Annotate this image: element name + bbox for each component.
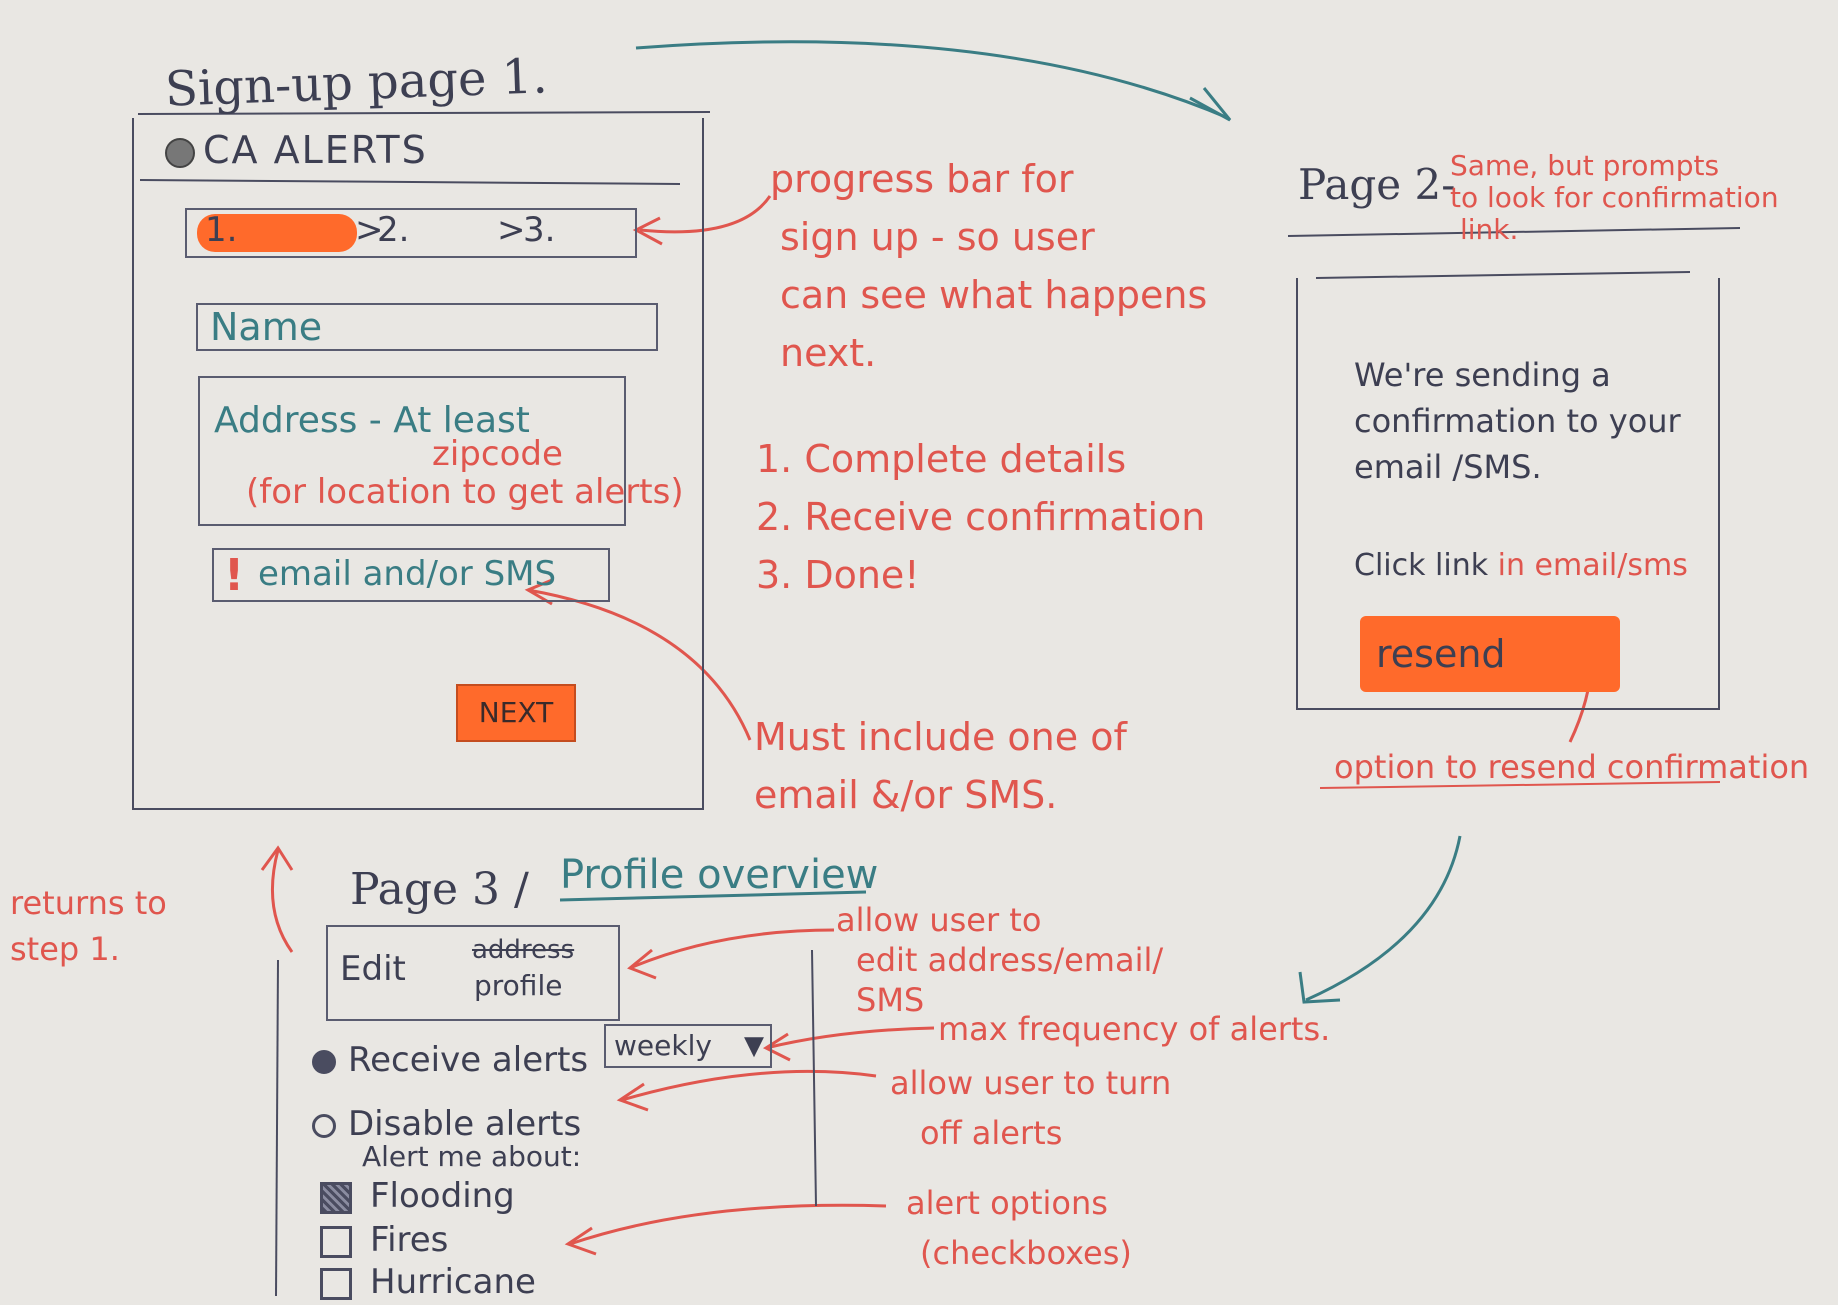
warning-icon: ! — [224, 550, 245, 601]
frequency-select[interactable]: weekly ▼ — [604, 1024, 772, 1068]
page3-title: Page 3 / — [350, 864, 529, 915]
app-brand: CA ALERTS — [165, 128, 428, 172]
name-field[interactable]: Name — [196, 303, 658, 351]
note-line: 2. Receive confirmation — [756, 495, 1206, 539]
logo-icon — [165, 137, 195, 168]
next-button[interactable]: NEXT — [456, 684, 576, 742]
note-line: off alerts — [920, 1114, 1063, 1152]
page2-title: Page 2- — [1298, 160, 1456, 209]
steps-note: 1. Complete details 2. Receive confirmat… — [756, 430, 1205, 604]
alert-options-note: alert options (checkboxes) — [906, 1178, 1132, 1278]
disable-alerts-option[interactable]: Disable alerts — [312, 1104, 581, 1144]
page2-frame — [1296, 278, 1720, 710]
note-line: allow user to turn — [890, 1064, 1172, 1102]
click-text: Click link — [1354, 548, 1489, 583]
brand-label: CA ALERTS — [203, 128, 428, 172]
chevron-right-icon: > — [497, 210, 526, 250]
address-note: (for location to get alerts) — [246, 472, 684, 512]
option-hurricane[interactable]: Hurricane — [320, 1262, 536, 1302]
note-line: returns to — [10, 884, 167, 922]
subtitle-line: link. — [1460, 213, 1519, 246]
address-field[interactable]: Address - At least zipcode (for location… — [198, 376, 684, 526]
turn-off-note: allow user to turn off alerts — [890, 1058, 1171, 1158]
message-line: confirmation to your — [1354, 402, 1681, 440]
receive-alerts-option[interactable]: Receive alerts — [312, 1040, 588, 1080]
email-label: email and/or SMS — [258, 554, 557, 594]
page3-subtitle: Profile overview — [560, 852, 879, 898]
progress-fill — [197, 214, 357, 252]
option-label: Hurricane — [370, 1262, 536, 1302]
subtitle-line: Same, but prompts — [1450, 149, 1720, 182]
note-line: progress bar for — [770, 157, 1074, 201]
chevron-right-icon: > — [355, 210, 384, 250]
resend-note: option to resend confirmation — [1334, 748, 1810, 786]
note-line: email &/or SMS. — [754, 773, 1058, 817]
checkbox-icon — [320, 1267, 352, 1300]
resend-button[interactable]: resend — [1360, 616, 1620, 692]
email-sms-field[interactable]: ! email and/or SMS — [212, 548, 610, 602]
message-line: We're sending a — [1354, 356, 1611, 394]
progress-step-1: 1. — [205, 210, 238, 250]
receive-label: Receive alerts — [348, 1040, 589, 1080]
option-label: Flooding — [370, 1176, 515, 1216]
message-line: email /SMS. — [1354, 448, 1542, 486]
click-link-text: Click link in email/sms — [1354, 548, 1688, 583]
returns-note: returns to step 1. — [10, 880, 167, 972]
note-line: 1. Complete details — [756, 437, 1127, 481]
click-text-red: in email/sms — [1497, 548, 1688, 583]
note-line: alert options — [906, 1184, 1108, 1222]
option-fires[interactable]: Fires — [320, 1220, 448, 1260]
name-label: Name — [210, 305, 323, 349]
radio-selected-icon — [312, 1049, 336, 1074]
option-flooding[interactable]: Flooding — [320, 1176, 515, 1216]
dropdown-icon: ▼ — [744, 1031, 764, 1061]
page2-subtitle: Same, but prompts to look for confirmati… — [1450, 150, 1779, 246]
edit-word: profile — [474, 969, 563, 1002]
page1-frame — [132, 118, 704, 810]
option-label: Fires — [370, 1220, 449, 1260]
edit-label: Edit — [340, 949, 406, 989]
note-line: Must include one of — [754, 715, 1127, 759]
note-line: can see what happens — [780, 273, 1208, 317]
max-frequency-note: max frequency of alerts. — [938, 1010, 1331, 1048]
note-line: step 1. — [10, 930, 120, 968]
note-line: sign up - so user — [780, 215, 1095, 259]
note-line: SMS — [856, 981, 925, 1019]
progress-note: progress bar for sign up - so user can s… — [770, 150, 1207, 382]
note-line: allow user to — [836, 901, 1042, 939]
subtitle-line: to look for confirmation — [1450, 181, 1779, 214]
note-line: next. — [780, 331, 877, 375]
radio-icon — [312, 1113, 336, 1138]
checkbox-icon — [320, 1225, 352, 1258]
must-include-note: Must include one of email &/or SMS. — [754, 708, 1127, 824]
address-label: Address - At least — [214, 400, 530, 441]
edit-struck: address — [472, 935, 575, 965]
progress-step-2: 2. — [377, 210, 410, 250]
edit-note: allow user to edit address/email/ SMS — [836, 900, 1163, 1020]
note-line: 3. Done! — [756, 553, 920, 597]
note-line: (checkboxes) — [920, 1234, 1132, 1272]
progress-bar: 1. > 2. > 3. — [185, 208, 637, 258]
confirmation-message: We're sending a confirmation to your ema… — [1354, 352, 1681, 490]
address-label-zip: zipcode — [432, 434, 563, 474]
note-line: edit address/email/ — [856, 941, 1164, 979]
frequency-value: weekly — [614, 1029, 712, 1062]
alert-me-label: Alert me about: — [362, 1140, 582, 1173]
checkbox-checked-icon — [320, 1181, 352, 1214]
edit-profile-button[interactable]: Edit address profile — [326, 925, 620, 1021]
disable-label: Disable alerts — [348, 1104, 582, 1144]
progress-step-3: 3. — [523, 210, 556, 250]
